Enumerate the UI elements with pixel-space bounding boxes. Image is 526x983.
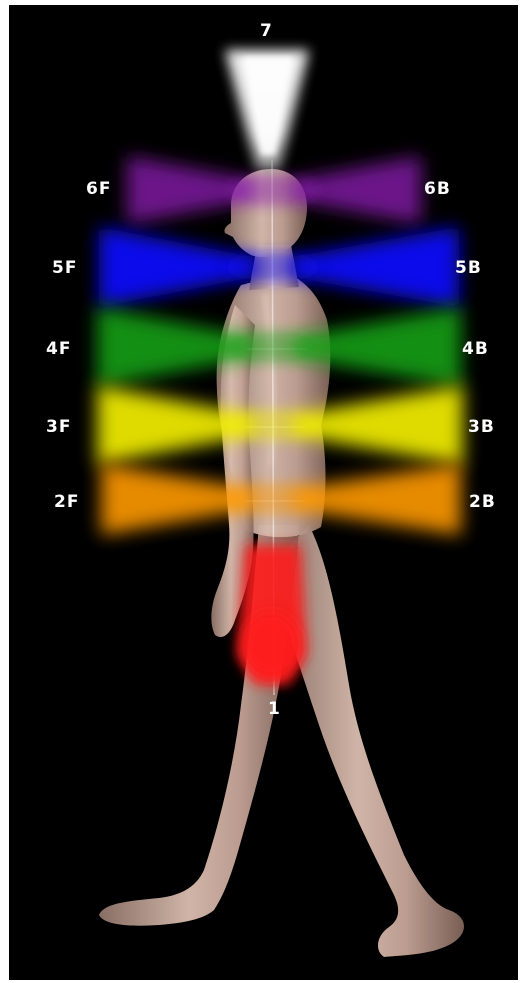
energy-core-3 [227,409,319,441]
energy-core-5 [227,251,319,283]
diagram-frame: 7 6F 6B 5F 5B 4F 4B 3F 3B 2F 2B 1 [9,5,518,980]
center-label-5f: 5F [52,258,77,278]
center-label-4f: 4F [46,339,71,359]
center-label-5b: 5B [455,258,482,278]
center-label-6b: 6B [424,179,451,199]
center-label-2b: 2B [469,492,496,512]
center-label-3f: 3F [46,417,71,437]
center-label-7: 7 [260,21,273,41]
energy-core-2 [227,483,319,515]
center-label-4b: 4B [462,339,489,359]
center-label-1: 1 [268,699,281,719]
energy-core-4 [227,331,319,363]
center-label-6f: 6F [86,179,111,199]
energy-core-1 [241,611,301,679]
energy-centers-scene [9,5,518,980]
center-label-3b: 3B [468,417,495,437]
center-label-2f: 2F [54,492,79,512]
energy-core-6 [227,174,319,206]
